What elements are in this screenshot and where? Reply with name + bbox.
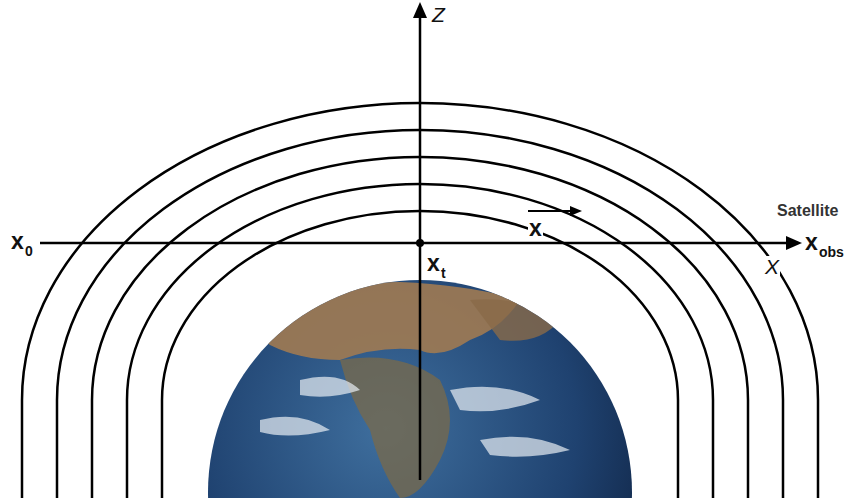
satellite-label: Satellite <box>776 203 839 219</box>
point-symbol: x <box>426 252 441 275</box>
point-symbol: x <box>804 231 819 254</box>
point-symbol: x <box>10 230 25 253</box>
direction-arrow <box>528 206 582 216</box>
subscript: t <box>440 266 447 280</box>
vector-symbol: x <box>528 217 543 240</box>
axis-name: Z <box>431 4 446 25</box>
subscript: 0 <box>24 244 34 258</box>
axis-name: X <box>764 256 780 277</box>
coordinate-axes <box>40 2 802 480</box>
subscript: obs <box>818 245 845 259</box>
